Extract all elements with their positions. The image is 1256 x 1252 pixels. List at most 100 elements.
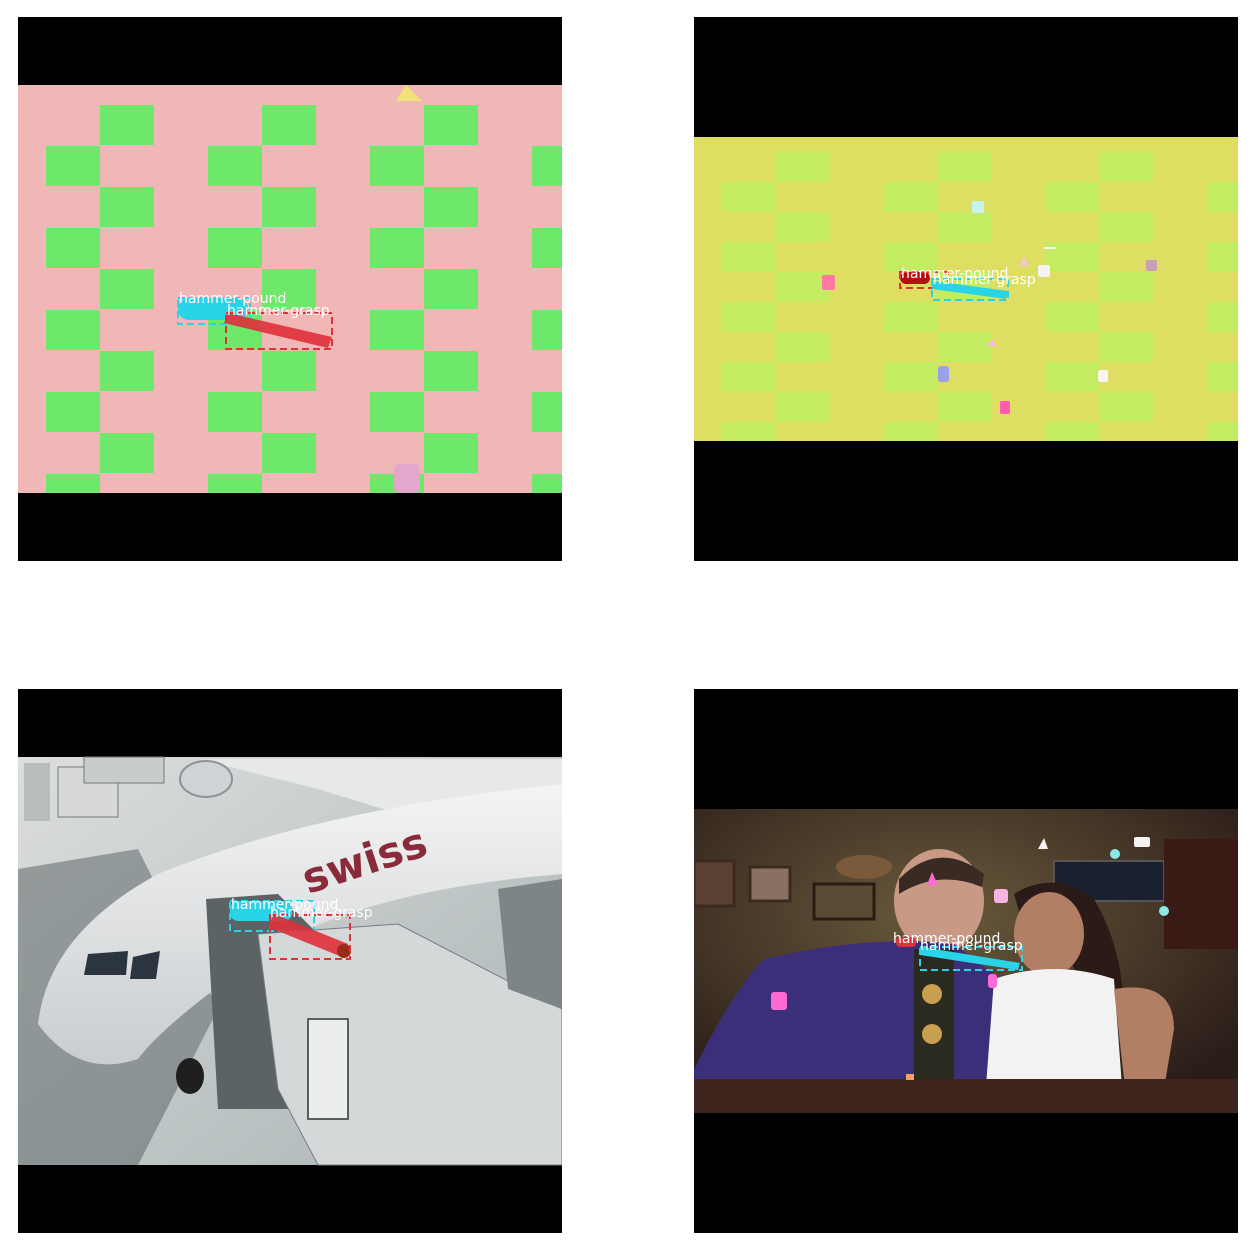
engine (179, 760, 233, 798)
hammer-grasp-box (269, 914, 351, 960)
checker-tile (424, 187, 478, 227)
panel-2-canvas: hammer-pound hammer-grasp (694, 137, 1238, 441)
distractor-shape (396, 85, 422, 101)
checker-tile (424, 105, 478, 145)
checker-tile (208, 392, 262, 432)
bar-wall (1164, 839, 1238, 949)
hammer-grasp-object (896, 937, 916, 947)
hammer-pound-box (919, 946, 1023, 971)
distractor-shape (1134, 837, 1150, 847)
baggage-carts (24, 756, 165, 821)
distractor-shape (988, 974, 997, 988)
checker-tile (884, 362, 938, 392)
checker-tile (262, 105, 316, 145)
checker-tile (1100, 392, 1154, 422)
distractor-shape (1044, 247, 1056, 249)
distractor-shape (994, 889, 1008, 903)
checker-tile (100, 187, 154, 227)
checker-tile (776, 152, 830, 182)
distractor-shape (1146, 260, 1157, 271)
checker-tile (100, 105, 154, 145)
panel-photo-airplane: swiss hammer-pound hammer-grasp (18, 689, 562, 1233)
hammer-grasp-object (268, 914, 348, 957)
distractor-shape (1038, 265, 1050, 277)
hammer-grasp-head (337, 944, 351, 958)
checker-tile (884, 182, 938, 212)
checker-tile (100, 433, 154, 473)
distractor-shape (1000, 401, 1010, 414)
wall-sign (836, 855, 892, 879)
checker-tile (532, 474, 562, 493)
distractor-shape (938, 366, 949, 382)
checker-tile (776, 332, 830, 362)
hammer-pound-label: hammer-pound (179, 291, 286, 307)
checker-tile (1046, 302, 1100, 332)
distractor-shape (1038, 838, 1048, 849)
hammer-pound-object (932, 281, 1008, 299)
distractor-shape (906, 1074, 914, 1080)
checker-tile (938, 332, 992, 362)
hammer-grasp-label: hammer-grasp (920, 938, 1023, 954)
checker-tile (532, 392, 562, 432)
hammer-pound-label: hammer-pound (231, 897, 338, 913)
panel-4-canvas: hammer-pound hammer-grasp (694, 809, 1238, 1113)
checker-tile (722, 422, 776, 441)
cockpit-window (130, 951, 160, 979)
checker-tile (884, 242, 938, 272)
panel-3-canvas: swiss hammer-pound hammer-grasp (18, 756, 562, 1166)
checker-tile (722, 362, 776, 392)
checker-tile (370, 146, 424, 186)
checker-tile (532, 310, 562, 350)
checker-tile (938, 212, 992, 242)
distractor-shape (771, 992, 787, 1010)
checker-tile (1046, 362, 1100, 392)
checker-tile (208, 146, 262, 186)
hammer-pound-box (177, 297, 251, 325)
checker-tile (100, 351, 154, 391)
checker-tile (938, 392, 992, 422)
distractor-shape (1110, 849, 1120, 859)
checker-tile (208, 474, 262, 493)
checker-tile (46, 146, 100, 186)
panel-photo-couple: hammer-pound hammer-grasp (694, 689, 1238, 1233)
checker-tile (424, 351, 478, 391)
hammer-pound-object (920, 947, 1020, 970)
wall-sign (812, 882, 876, 921)
distractor-shape (822, 275, 835, 290)
checker-tiles (46, 105, 562, 493)
checker-tile (884, 422, 938, 441)
checker-tile (424, 433, 478, 473)
bar-table (694, 1079, 1238, 1113)
hammer-grasp-label: hammer-grasp (933, 272, 1036, 288)
checker-tile (776, 272, 830, 302)
checker-tile (208, 228, 262, 268)
hammer-pound-box (931, 278, 1009, 301)
person-woman (984, 882, 1174, 1113)
checker-tile (262, 351, 316, 391)
checker-tile (262, 433, 316, 473)
checker-tile (1046, 242, 1100, 272)
checker-tile (1046, 422, 1100, 441)
wall-picture (694, 859, 736, 908)
checker-tile (1100, 272, 1154, 302)
distractor-shape (1159, 906, 1169, 916)
checker-tile (1208, 422, 1238, 441)
checker-tile (776, 392, 830, 422)
checker-tile (1208, 182, 1238, 212)
panel-synthetic-pink: hammer-pound hammer-grasp (18, 17, 562, 561)
checker-tile (1208, 242, 1238, 272)
checker-tile (884, 302, 938, 332)
checker-tile (1208, 302, 1238, 332)
checker-tile (1208, 362, 1238, 392)
checker-tile (776, 212, 830, 242)
distractor-shape (972, 201, 984, 213)
checker-tile (46, 228, 100, 268)
checker-tile (370, 392, 424, 432)
checker-tile (262, 187, 316, 227)
distractor-shape (927, 872, 938, 885)
hammer-grasp-object (224, 313, 332, 348)
checker-tile (100, 269, 154, 309)
checker-tile (1100, 332, 1154, 362)
distractor-shape (1019, 257, 1029, 266)
checker-tile (1046, 182, 1100, 212)
